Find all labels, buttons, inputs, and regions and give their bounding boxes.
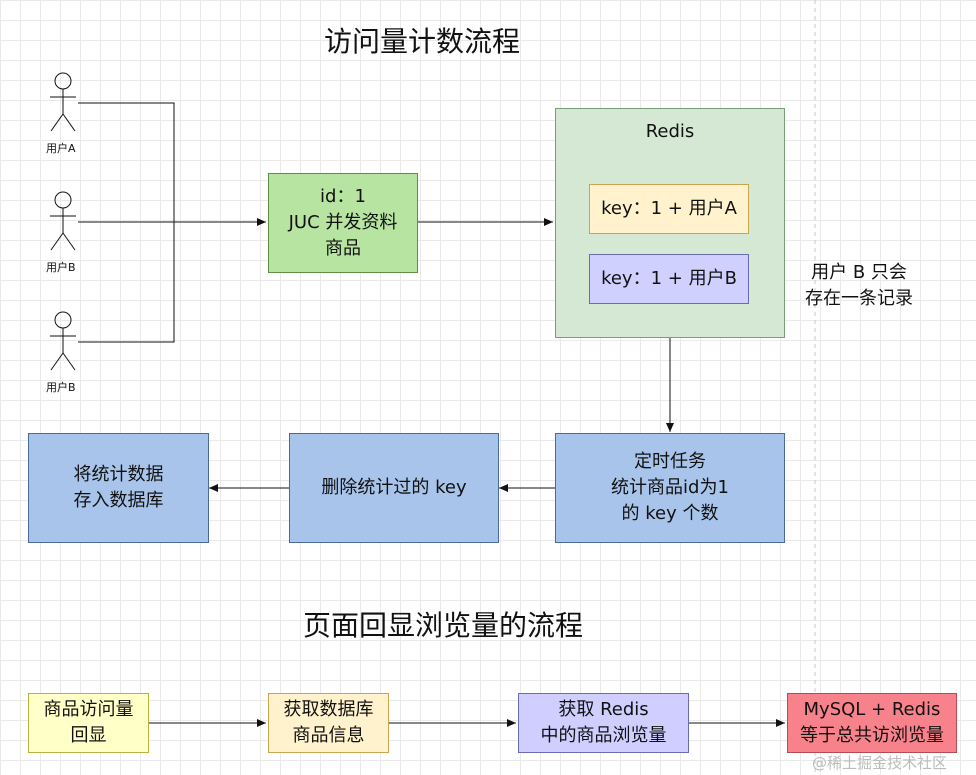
connector-user-b2 (78, 222, 175, 343)
actor-user-b2-icon (50, 311, 76, 371)
redis-label: Redis (645, 121, 695, 142)
actor-label-user-b2: 用户B (46, 381, 76, 394)
count-flow-title: 访问量计数流程 (324, 25, 521, 58)
actor-label-user-a: 用户A (46, 142, 76, 155)
delete-keys-box: 删除统计过的 key (289, 433, 499, 543)
note-single-record: 用户 B 只会 存在一条记录 (805, 262, 913, 310)
redis-key-a: key：1 + 用户A (589, 184, 749, 234)
step-get-db-info: 获取数据库 商品信息 (268, 693, 389, 753)
watermark: @稀土掘金技术社区 (812, 754, 948, 772)
actor-user-b-icon (50, 191, 76, 251)
step-get-redis-views: 获取 Redis 中的商品浏览量 (518, 693, 689, 753)
step-display-views: 商品访问量 回显 (28, 693, 149, 753)
product-box: id：1 JUC 并发资料 商品 (268, 173, 418, 273)
display-flow-title: 页面回显浏览量的流程 (303, 609, 584, 642)
scheduled-task-box: 定时任务 统计商品id为1 的 key 个数 (555, 433, 785, 543)
redis-key-b: key：1 + 用户B (589, 254, 749, 304)
step-total-views: MySQL + Redis 等于总共访浏览量 (787, 693, 957, 753)
store-to-db-box: 将统计数据 存入数据库 (28, 433, 209, 543)
connector-user-a (78, 102, 175, 222)
actor-user-a-icon (50, 72, 76, 132)
actor-label-user-b: 用户B (46, 261, 76, 274)
